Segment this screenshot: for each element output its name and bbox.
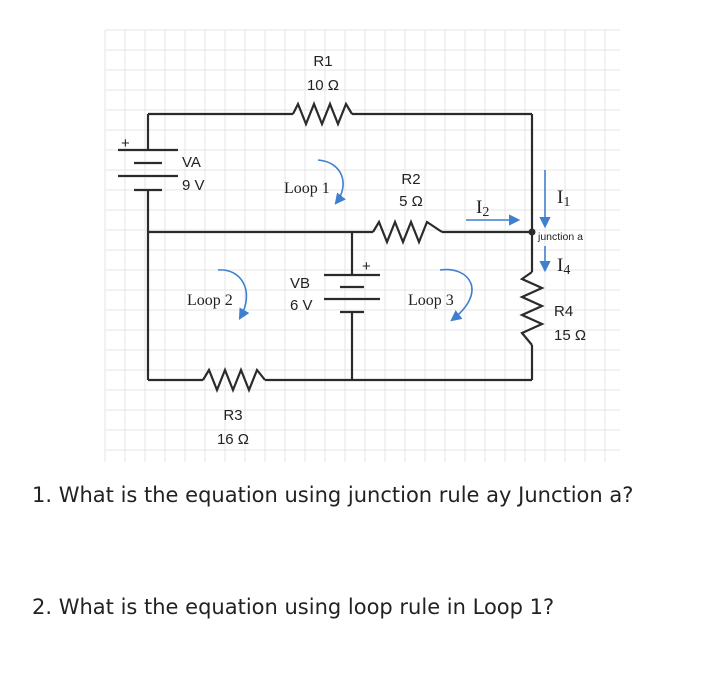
resistor-r1 — [292, 101, 353, 127]
va-value: 9 V — [182, 177, 205, 194]
current-i2-label: I2 — [476, 197, 489, 220]
r4-value: 15 Ω — [554, 327, 586, 344]
r1-name: R1 — [313, 53, 332, 70]
va-name: VA — [182, 154, 201, 171]
vb-name: VB — [290, 275, 310, 292]
resistor-r3 — [202, 367, 266, 393]
loop-1-label: Loop 1 — [284, 180, 330, 197]
r1-value: 10 Ω — [307, 77, 339, 94]
current-i1-label: I1 — [557, 187, 570, 210]
circuit-diagram: + + R1 10 Ω R2 5 Ω R3 16 Ω R4 15 Ω VA 9 … — [104, 29, 620, 462]
loop-2-label: Loop 2 — [187, 292, 233, 309]
graph-paper-grid — [104, 29, 620, 462]
r2-name: R2 — [401, 171, 420, 188]
vb-plus-sign: + — [362, 258, 371, 275]
vb-value: 6 V — [290, 297, 313, 314]
junction-a-dot — [528, 228, 536, 236]
loop-1-arrow — [317, 159, 346, 205]
resistor-r2 — [372, 219, 443, 245]
r3-value: 16 Ω — [217, 431, 249, 448]
loop-3-label: Loop 3 — [408, 292, 454, 309]
r2-value: 5 Ω — [399, 193, 423, 210]
r3-name: R3 — [223, 407, 242, 424]
circuit-wires — [146, 112, 534, 382]
battery-va — [118, 148, 178, 192]
loop-3-arrow — [439, 268, 473, 322]
question-1: 1. What is the equation using junction r… — [32, 483, 634, 507]
junction-a-label: junction a — [537, 231, 583, 243]
current-i4-label: I4 — [557, 255, 570, 278]
va-plus-sign: + — [121, 135, 130, 152]
battery-vb — [324, 273, 380, 314]
r4-name: R4 — [554, 303, 573, 320]
loop-2-arrow — [217, 269, 250, 320]
question-2: 2. What is the equation using loop rule … — [32, 595, 555, 619]
resistor-r4 — [519, 271, 545, 346]
